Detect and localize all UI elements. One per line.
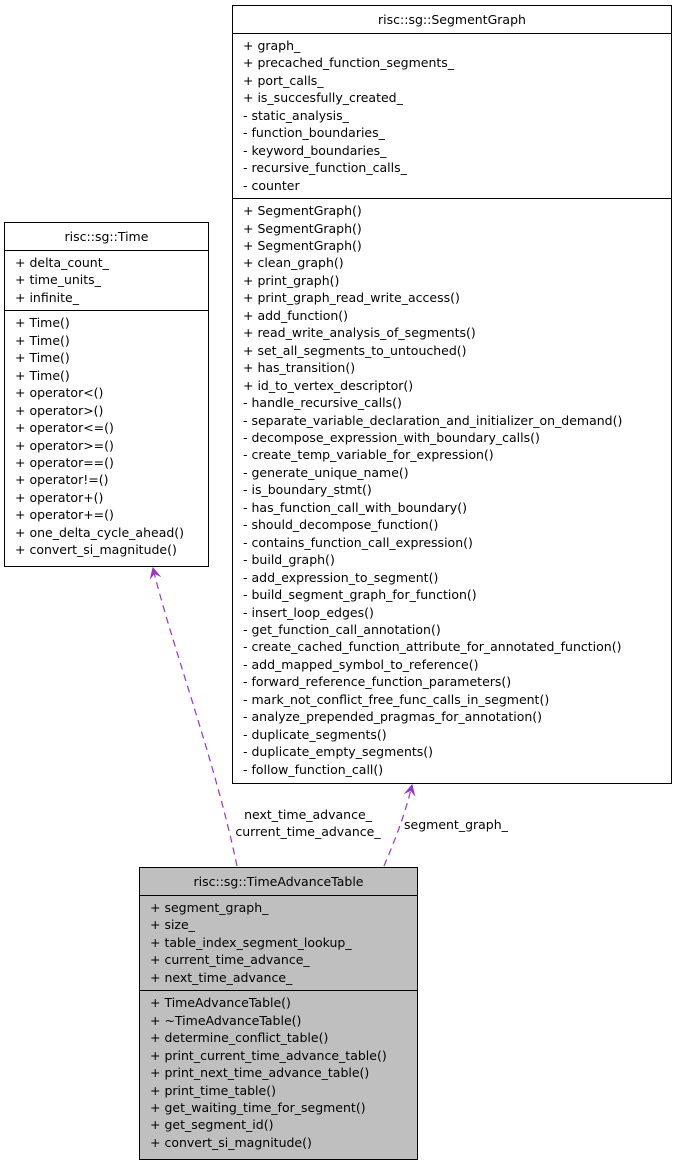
methods-section: + TimeAdvanceTable()+ ~TimeAdvanceTable(… (140, 990, 417, 1155)
method-item: + Time() (15, 332, 70, 348)
method-item: - follow_function_call() (243, 761, 384, 777)
method-item: + one_delta_cycle_ahead() (15, 524, 185, 540)
method-item: + operator<=() (15, 420, 114, 436)
method-item: + operator+() (15, 489, 104, 505)
method-item: + operator>() (15, 402, 104, 418)
method-item: + ~TimeAdvanceTable() (150, 1012, 302, 1028)
method-item: + print_time_table() (150, 1082, 276, 1098)
method-item: - has_function_call_with_boundary() (243, 499, 467, 515)
method-item: - separate_variable_declaration_and_init… (243, 412, 623, 428)
method-item: - decompose_expression_with_boundary_cal… (243, 429, 540, 445)
attributes-section: + graph_+ precached_function_segments_+ … (233, 34, 671, 198)
method-item: + print_graph_read_write_access() (243, 290, 460, 306)
attribute-item: - recursive_function_calls_ (243, 160, 407, 176)
method-item: - build_segment_graph_for_function() (243, 587, 477, 603)
method-item: - should_decompose_function() (243, 517, 439, 533)
method-item: - analyze_prepended_pragmas_for_annotati… (243, 709, 543, 725)
segment-graph-edge-label: segment_graph_ (404, 817, 508, 832)
class-name: risc::sg::SegmentGraph (233, 6, 671, 34)
attribute-item: - static_analysis_ (243, 107, 349, 123)
method-item: + operator<() (15, 385, 104, 401)
method-item: + Time() (15, 350, 70, 366)
method-item: - mark_not_conflict_free_func_calls_in_s… (243, 691, 550, 707)
method-item: - forward_reference_function_parameters(… (243, 674, 512, 690)
method-item: + SegmentGraph() (243, 203, 362, 219)
attribute-item: + next_time_advance_ (150, 969, 293, 985)
attribute-item: + current_time_advance_ (150, 952, 310, 968)
method-item: - build_graph() (243, 552, 335, 568)
method-item: + add_function() (243, 307, 349, 323)
method-item: + get_segment_id() (150, 1117, 274, 1133)
method-item: + SegmentGraph() (243, 237, 362, 253)
class-name: risc::sg::Time (5, 223, 208, 251)
attribute-item: + port_calls_ (243, 72, 324, 88)
method-item: + get_waiting_time_for_segment() (150, 1099, 366, 1115)
method-item: + print_graph() (243, 272, 340, 288)
method-item: - handle_recursive_calls() (243, 395, 402, 411)
class-box-time-advance-table: risc::sg::TimeAdvanceTable + segment_gra… (139, 867, 418, 1160)
method-item: + convert_si_magnitude() (150, 1134, 312, 1150)
attribute-item: + time_units_ (15, 272, 101, 288)
time-edge-labels: next_time_advance_ current_time_advance_ (226, 806, 390, 840)
attributes-section: + delta_count_ + time_units_+ infinite_ (5, 251, 208, 310)
edge-segment-graph-usage (383, 783, 416, 867)
method-item: - contains_function_call_expression() (243, 534, 473, 550)
time-edge-label: next_time_advance_ (244, 807, 372, 822)
attribute-item: - counter (243, 177, 300, 193)
method-item: - create_temp_variable_for_expression() (243, 447, 494, 463)
method-item: + operator==() (15, 454, 114, 470)
attribute-item: - function_boundaries_ (243, 125, 385, 141)
methods-section: + SegmentGraph()+ SegmentGraph()+ Segmen… (233, 198, 671, 782)
attribute-item: + size_ (150, 917, 195, 933)
method-item: + print_current_time_advance_table() (150, 1047, 387, 1063)
methods-section: + Time()+ Time()+ Time()+ Time()+ operat… (5, 310, 208, 562)
class-box-segment-graph: risc::sg::SegmentGraph + graph_+ precach… (232, 5, 672, 784)
class-name: risc::sg::TimeAdvanceTable (140, 868, 417, 896)
attribute-item: + is_succesfully_created_ (243, 90, 403, 106)
method-item: - generate_unique_name() (243, 464, 409, 480)
method-item: + print_next_time_advance_table() (150, 1065, 370, 1081)
class-box-time: risc::sg::Time + delta_count_+ time_unit… (4, 222, 209, 567)
method-item: - create_cached_function_attribute_for_a… (243, 639, 622, 655)
time-edge-label: current_time_advance_ (235, 824, 381, 839)
edge-time-usage (149, 566, 238, 867)
method-item: + clean_graph() (243, 255, 344, 271)
method-item: + operator!=() (15, 472, 109, 488)
method-item: + read_write_analysis_of_segments() (243, 325, 476, 341)
method-item: - duplicate_empty_segments() (243, 744, 434, 760)
method-item: + operator+=() (15, 507, 114, 523)
method-item: + set_all_segments_to_untouched() (243, 342, 467, 358)
attribute-item: + infinite_ (15, 289, 79, 305)
attributes-section: + segment_graph_ + size_+ table_index_seg… (140, 896, 417, 990)
method-item: - insert_loop_edges() (243, 604, 374, 620)
method-item: - get_function_call_annotation() (243, 621, 441, 637)
method-item: + id_to_vertex_descriptor() (243, 377, 414, 393)
method-item: + SegmentGraph() (243, 220, 362, 236)
method-item: + convert_si_magnitude() (15, 542, 177, 558)
attribute-item: + segment_graph_ (150, 900, 269, 915)
attribute-item: + table_index_segment_lookup_ (150, 934, 352, 950)
method-item: + determine_conflict_table() (150, 1030, 329, 1046)
attribute-item: - keyword_boundaries_ (243, 142, 387, 158)
method-item: - add_expression_to_segment() (243, 569, 439, 585)
attribute-item: + graph_ (243, 38, 301, 53)
attribute-item: + precached_function_segments_ (243, 55, 455, 71)
method-item: + operator>=() (15, 437, 114, 453)
method-item: + Time() (15, 367, 70, 383)
method-item: - add_mapped_symbol_to_reference() (243, 656, 479, 672)
method-item: + Time() (15, 315, 70, 331)
method-item: + has_transition() (243, 360, 356, 376)
method-item: - is_boundary_stmt() (243, 482, 372, 498)
method-item: - duplicate_segments() (243, 726, 387, 742)
attribute-item: + delta_count_ (15, 255, 109, 270)
method-item: + TimeAdvanceTable() (150, 995, 291, 1011)
